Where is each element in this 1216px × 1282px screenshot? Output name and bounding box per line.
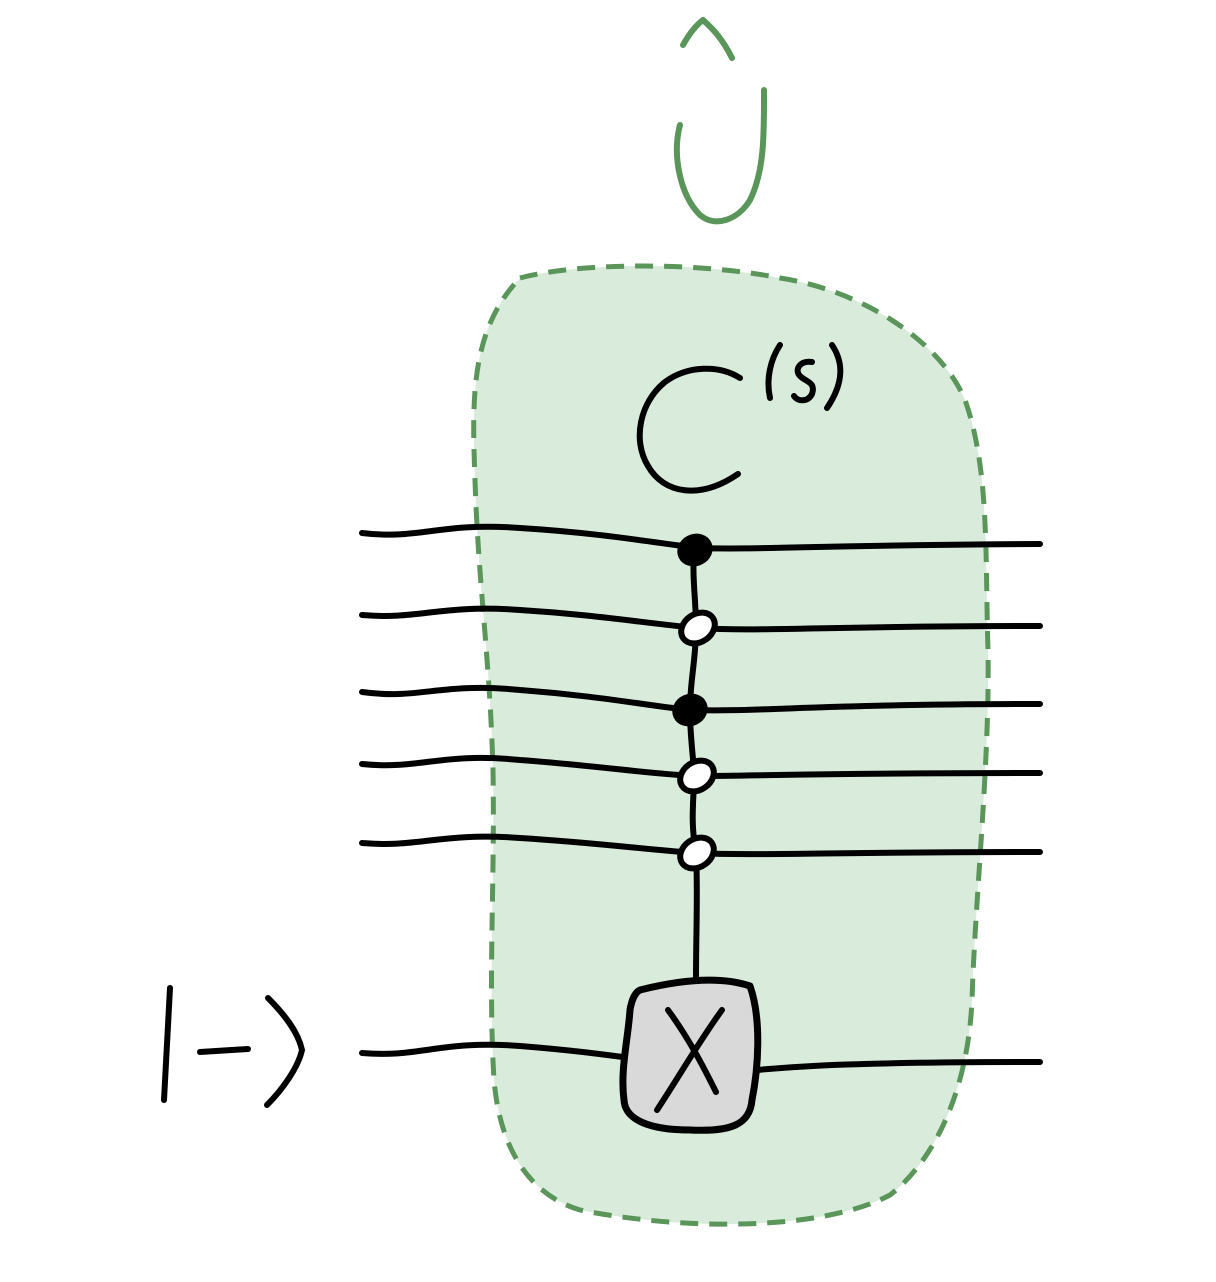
wire-3 [359,684,1043,714]
operator-u-hat-label [673,17,768,225]
wire-5 [359,833,1043,858]
control-dot-filled [672,693,708,727]
wire-4 [359,754,1043,779]
x-gate-glyph [665,1007,719,1095]
ancilla-label [161,985,305,1108]
control-dot-open [677,757,717,795]
x-gate [619,976,762,1134]
wire-2 [359,605,1043,633]
wire-ancilla-out [754,1059,1043,1073]
operator-region [471,263,991,1227]
controls [672,533,718,872]
control-dot-filled [677,533,713,567]
qubit-wires [359,523,1043,1073]
gate-label [636,342,844,494]
wire-1 [359,523,1043,552]
control-dot-open [678,609,718,647]
wire-ancilla [359,1041,633,1061]
control-dot-open [677,834,717,872]
